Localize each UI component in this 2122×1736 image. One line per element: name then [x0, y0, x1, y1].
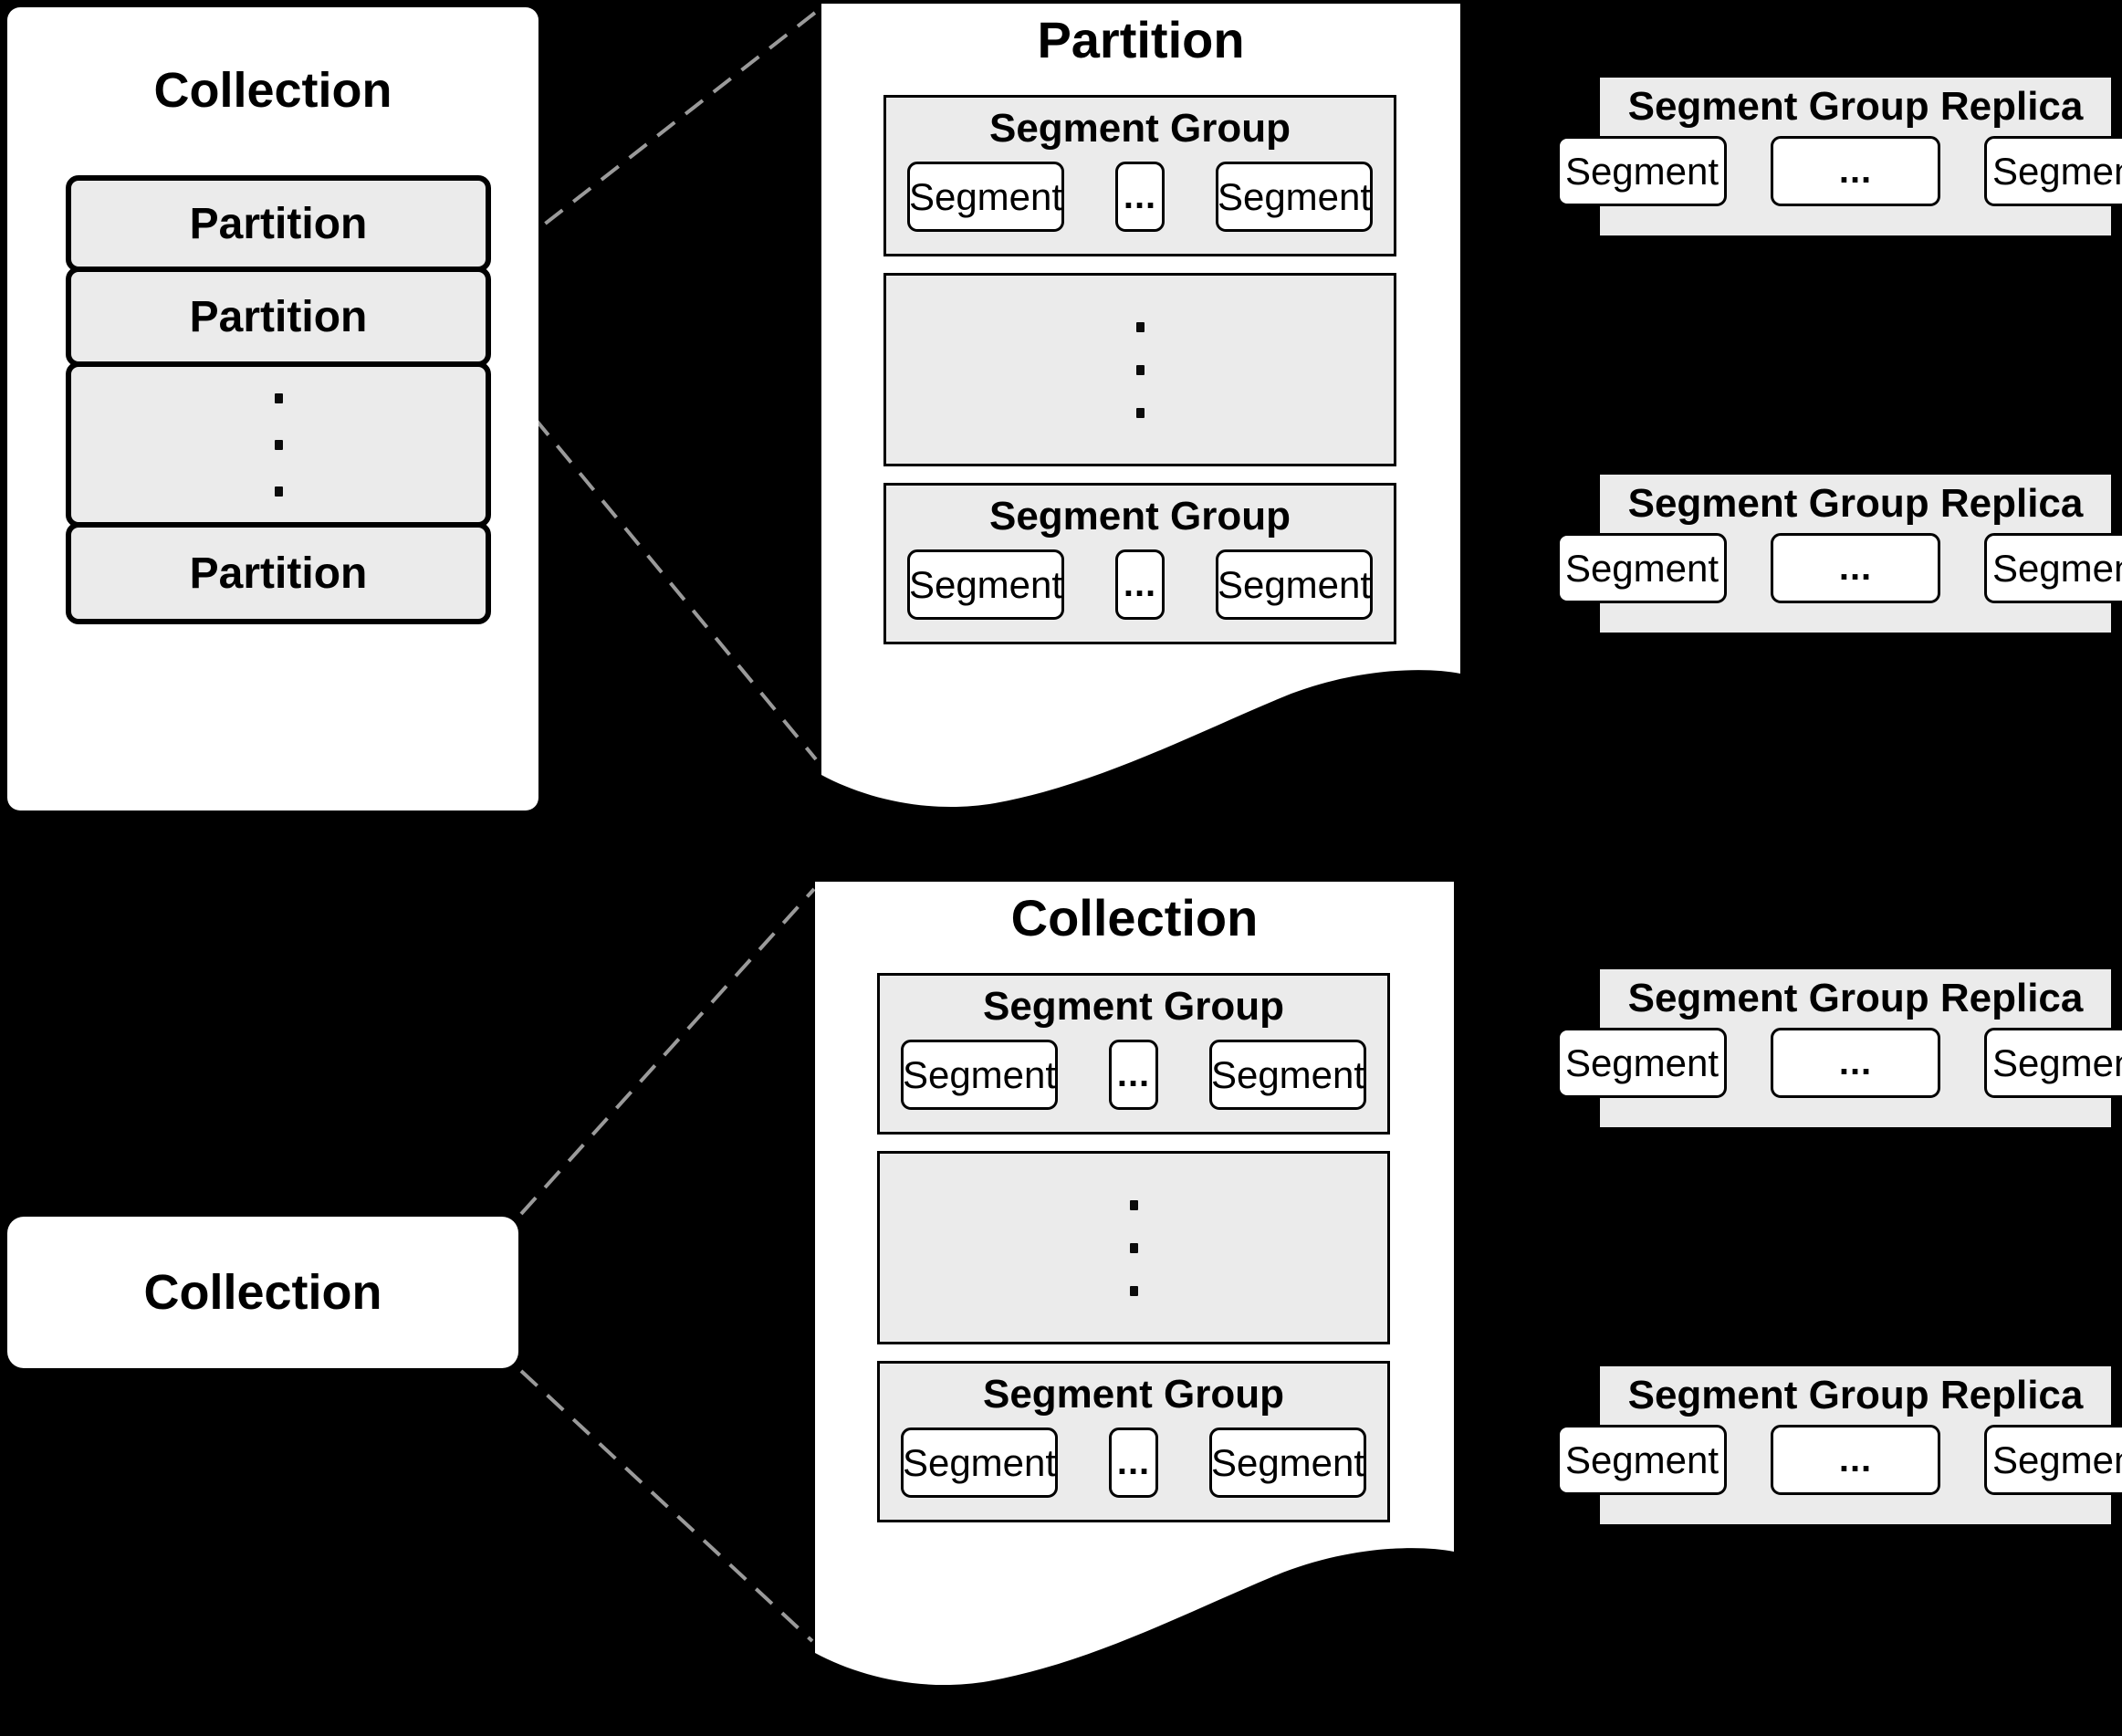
partition-box: Partition	[66, 522, 491, 624]
segment-group-title: Segment Group	[988, 106, 1291, 151]
partition-ellipsis-box	[66, 361, 491, 528]
segment-group-replica-box: Segment Group Replica Segment ... Segmen…	[1557, 78, 2122, 235]
segment-row: Segment ... Segment	[901, 1040, 1366, 1111]
replica-title: Segment Group Replica	[1627, 976, 2084, 1020]
segment-group-replica-box: Segment Group Replica Segment ... Segmen…	[1557, 475, 2122, 633]
segment-row: Segment ... Segment	[901, 1427, 1366, 1499]
segment-group-title: Segment Group	[982, 1372, 1285, 1417]
segment-box: Segment	[1557, 136, 1727, 207]
segment-group-replica-box: Segment Group Replica Segment ... Segmen…	[1557, 1366, 2122, 1524]
segment-group-box: Segment Group Segment ... Segment	[883, 483, 1396, 644]
segment-box: Segment	[1209, 1040, 1366, 1111]
segment-row: Segment ... Segment	[1557, 1028, 2122, 1099]
segment-box: Segment	[1216, 549, 1373, 621]
segment-box: Segment	[1557, 1425, 1727, 1496]
segment-group-title: Segment Group	[982, 984, 1285, 1029]
ellipsis-box: ...	[1115, 162, 1165, 233]
collection-label: Collection	[143, 1265, 382, 1320]
partition-detail-page: Partition Segment Group Segment ... Segm…	[821, 4, 1460, 825]
segment-group-ellipsis-box	[877, 1151, 1390, 1344]
dashed-line-collection-top	[519, 887, 816, 1216]
segment-box: Segment	[1557, 533, 1727, 604]
ellipsis-box: ...	[1115, 549, 1165, 621]
segment-row: Segment ... Segment	[907, 549, 1373, 621]
segment-box: Segment	[907, 549, 1064, 621]
vertical-ellipsis-icon	[1129, 1199, 1138, 1296]
segment-row: Segment ... Segment	[1557, 533, 2122, 604]
segment-group-ellipsis-box	[883, 273, 1396, 466]
segment-box: Segment	[1557, 1028, 1727, 1099]
ellipsis-box: ...	[1109, 1427, 1158, 1499]
partition-box: Partition	[66, 175, 491, 272]
replica-title: Segment Group Replica	[1627, 1373, 2084, 1417]
segment-group-box: Segment Group Segment ... Segment	[877, 973, 1390, 1135]
dashed-line-collection-bottom	[519, 1369, 814, 1643]
vertical-ellipsis-icon	[274, 392, 283, 497]
partition-label: Partition	[189, 549, 368, 598]
segment-box: Segment	[901, 1040, 1058, 1111]
collection-detail-page: Collection Segment Group Segment ... Seg…	[815, 882, 1454, 1703]
collection-label-box: Collection	[7, 1217, 518, 1368]
page-title: Partition	[1037, 11, 1245, 68]
ellipsis-box: ...	[1771, 1425, 1940, 1496]
ellipsis-box: ...	[1771, 136, 1940, 207]
segment-row: Segment ... Segment	[1557, 136, 2122, 207]
vertical-ellipsis-icon	[1135, 321, 1145, 418]
page-title: Collection	[1010, 889, 1259, 946]
segment-box: Segment	[1984, 533, 2122, 604]
partition-label: Partition	[189, 199, 368, 248]
segment-box: Segment	[1984, 136, 2122, 207]
segment-box: Segment	[1209, 1427, 1366, 1499]
ellipsis-box: ...	[1771, 1028, 1940, 1099]
segment-box: Segment	[1984, 1425, 2122, 1496]
segment-box: Segment	[1984, 1028, 2122, 1099]
partition-box: Partition	[66, 267, 491, 367]
replica-title: Segment Group Replica	[1627, 481, 2084, 526]
segment-row: Segment ... Segment	[1557, 1425, 2122, 1496]
segment-group-box: Segment Group Segment ... Segment	[877, 1361, 1390, 1522]
segment-group-title: Segment Group	[988, 494, 1291, 539]
ellipsis-box: ...	[1109, 1040, 1158, 1111]
segment-group-box: Segment Group Segment ... Segment	[883, 95, 1396, 256]
segment-box: Segment	[907, 162, 1064, 233]
segment-box: Segment	[901, 1427, 1058, 1499]
collection-panel: Collection Partition Partition Partition	[7, 7, 538, 810]
partition-label: Partition	[189, 292, 368, 341]
segment-row: Segment ... Segment	[907, 162, 1373, 233]
segment-box: Segment	[1216, 162, 1373, 233]
collection-panel-title: Collection	[153, 63, 392, 118]
replica-title: Segment Group Replica	[1627, 84, 2084, 129]
ellipsis-box: ...	[1771, 533, 1940, 604]
dashed-line-partition-top	[487, 7, 821, 269]
segment-group-replica-box: Segment Group Replica Segment ... Segmen…	[1557, 969, 2122, 1127]
partition-stack: Partition Partition Partition	[66, 175, 491, 624]
